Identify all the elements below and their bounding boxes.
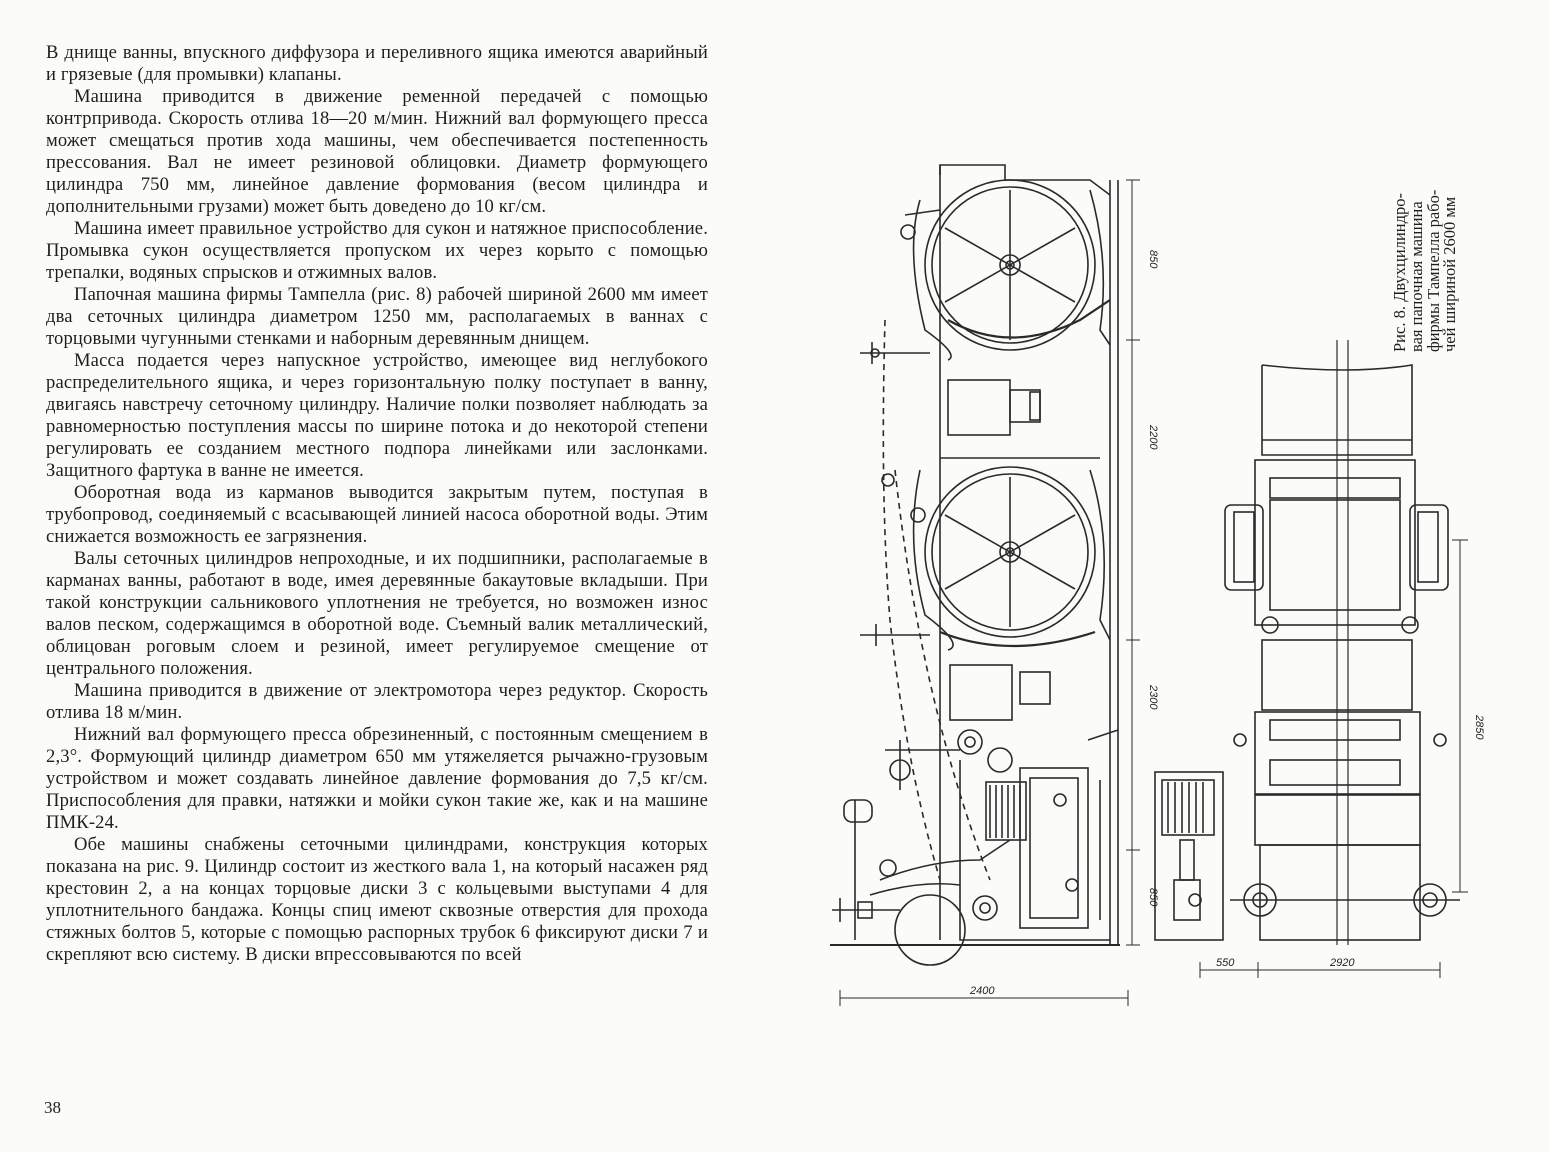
upper-cylinder [924, 179, 1096, 351]
page-number: 38 [44, 1098, 61, 1117]
paragraph: В днище ванны, впускного диффузора и пер… [46, 42, 708, 85]
dimension-label: 2400 [969, 985, 995, 997]
dimension-label: 2920 [1329, 957, 1355, 969]
dimension-label: 850 [1147, 250, 1159, 269]
paragraph: Машина имеет правильное устройство для с… [46, 218, 708, 283]
paragraph: Машина приводится в движение ременной пе… [46, 86, 708, 217]
paragraph: Обе машины снабжены сеточными цилиндрами… [46, 834, 708, 965]
dimension-label: 2850 [1473, 714, 1485, 740]
paragraph: Нижний вал формующего пресса обрезиненны… [46, 724, 708, 833]
motor-housing [1154, 771, 1224, 941]
body-text: В днище ванны, впускного диффузора и пер… [46, 42, 708, 966]
figure-caption: Рис. 8. Двухцилиндро- вая папочная машин… [1390, 134, 1549, 352]
lower-cylinder [924, 466, 1096, 638]
dimension-label: 550 [1216, 957, 1235, 969]
paragraph: Машина приводится в движение от электром… [46, 680, 708, 723]
caption-line: чей шириной 2600 мм [1440, 196, 1460, 352]
dimension-label: 2200 [1147, 424, 1159, 450]
paragraph: Оборотная вода из карманов выводится зак… [46, 482, 708, 547]
paragraph: Папочная машина фирмы Тампелла (рис. 8) … [46, 284, 708, 349]
dimension-label: 2300 [1147, 684, 1159, 710]
paragraph: Валы сеточных цилиндров непроходные, и и… [46, 548, 708, 679]
paragraph: Масса подается через напускное устройств… [46, 350, 708, 481]
left-page: В днище ванны, впускного диффузора и пер… [0, 0, 770, 1152]
dimension-label: 850 [1147, 888, 1159, 907]
